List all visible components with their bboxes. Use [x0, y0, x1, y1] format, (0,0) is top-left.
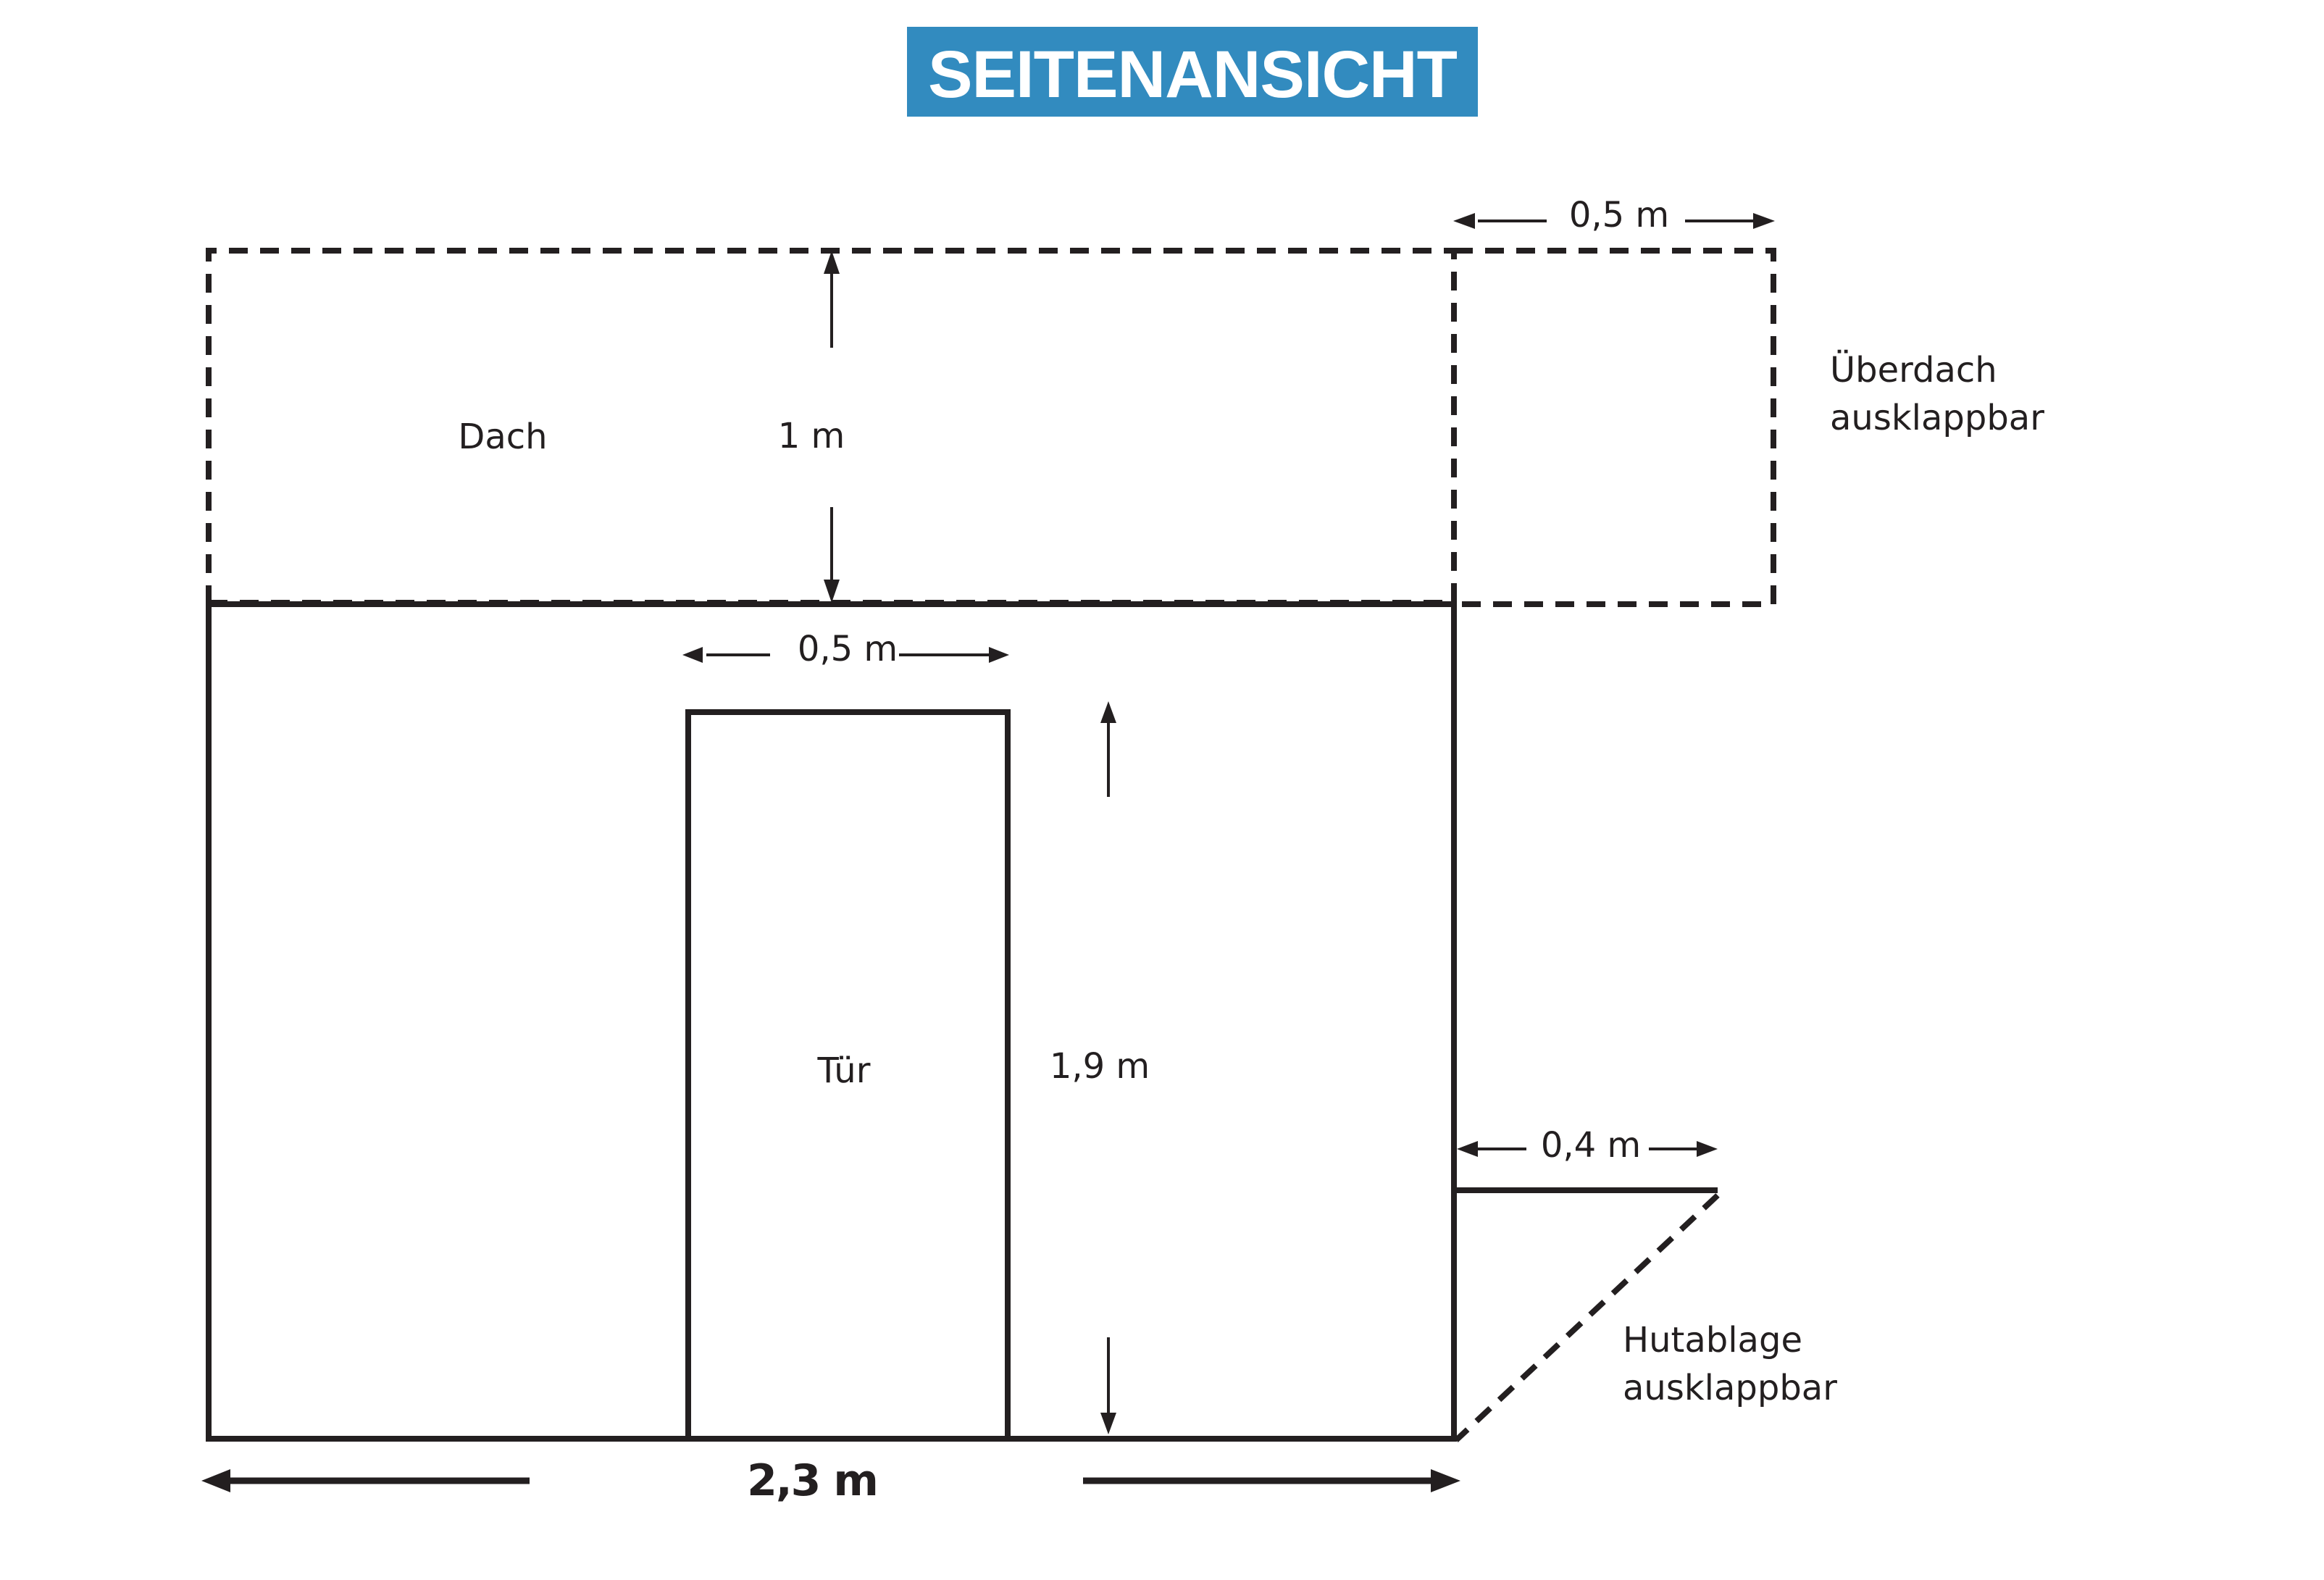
door-label: Tür — [817, 1050, 871, 1091]
arrowhead-up-icon — [1100, 701, 1116, 723]
hat-shelf-width-dimension: 0,4 m — [1457, 1125, 1718, 1166]
arrowhead-right-icon — [989, 647, 1009, 663]
hat-shelf-width-label: 0,4 m — [1541, 1125, 1641, 1166]
door: Tür — [685, 709, 1011, 1439]
arrowhead-down-icon — [824, 580, 840, 603]
roof-label: Dach — [458, 417, 547, 457]
arrowhead-left-icon — [1453, 213, 1475, 229]
arrowhead-left-icon — [682, 647, 703, 663]
title-banner: SEITENANSICHT — [907, 27, 1478, 117]
arrowhead-left-icon — [201, 1469, 230, 1492]
hat-shelf-label-line2: ausklappbar — [1623, 1368, 1837, 1408]
hat-shelf — [1454, 1187, 1720, 1442]
roof-height-dimension: 1 m — [778, 251, 845, 603]
canopy-dashed-rect — [1454, 248, 1776, 607]
door-height-dimension: 1,9 m — [1050, 701, 1150, 1434]
canopy-outline — [209, 248, 1776, 607]
canopy-label-line2: ausklappbar — [1830, 398, 2044, 438]
hat-shelf-folded-line — [1454, 1193, 1720, 1442]
arrowhead-right-icon — [1697, 1141, 1718, 1157]
hat-shelf-label-line1: Hutablage — [1623, 1320, 1802, 1360]
canopy-width-label: 0,5 m — [1569, 195, 1669, 235]
arrowhead-right-icon — [1431, 1469, 1460, 1492]
roof-height-label: 1 m — [778, 416, 845, 456]
overall-width-label: 2,3 m — [747, 1455, 877, 1506]
door-width-label: 0,5 m — [798, 629, 898, 669]
arrowhead-up-icon — [824, 251, 840, 274]
roof-outline: Dach — [206, 248, 1457, 604]
door-width-dimension: 0,5 m — [682, 629, 1009, 669]
roof-dashed-rect — [206, 248, 1457, 604]
title-background — [907, 27, 1478, 117]
arrowhead-down-icon — [1100, 1413, 1116, 1434]
arrowhead-left-icon — [1457, 1141, 1478, 1157]
canopy-width-dimension: 0,5 m — [1453, 195, 1775, 235]
canopy-label-line1: Überdach — [1830, 350, 1997, 390]
wall-outline — [206, 601, 1457, 1442]
overall-width-dimension: 2,3 m — [201, 1455, 1460, 1506]
page-title: SEITENANSICHT — [928, 38, 1458, 112]
door-height-label: 1,9 m — [1050, 1046, 1150, 1087]
door-outline — [685, 709, 1011, 1439]
arrowhead-right-icon — [1753, 213, 1775, 229]
